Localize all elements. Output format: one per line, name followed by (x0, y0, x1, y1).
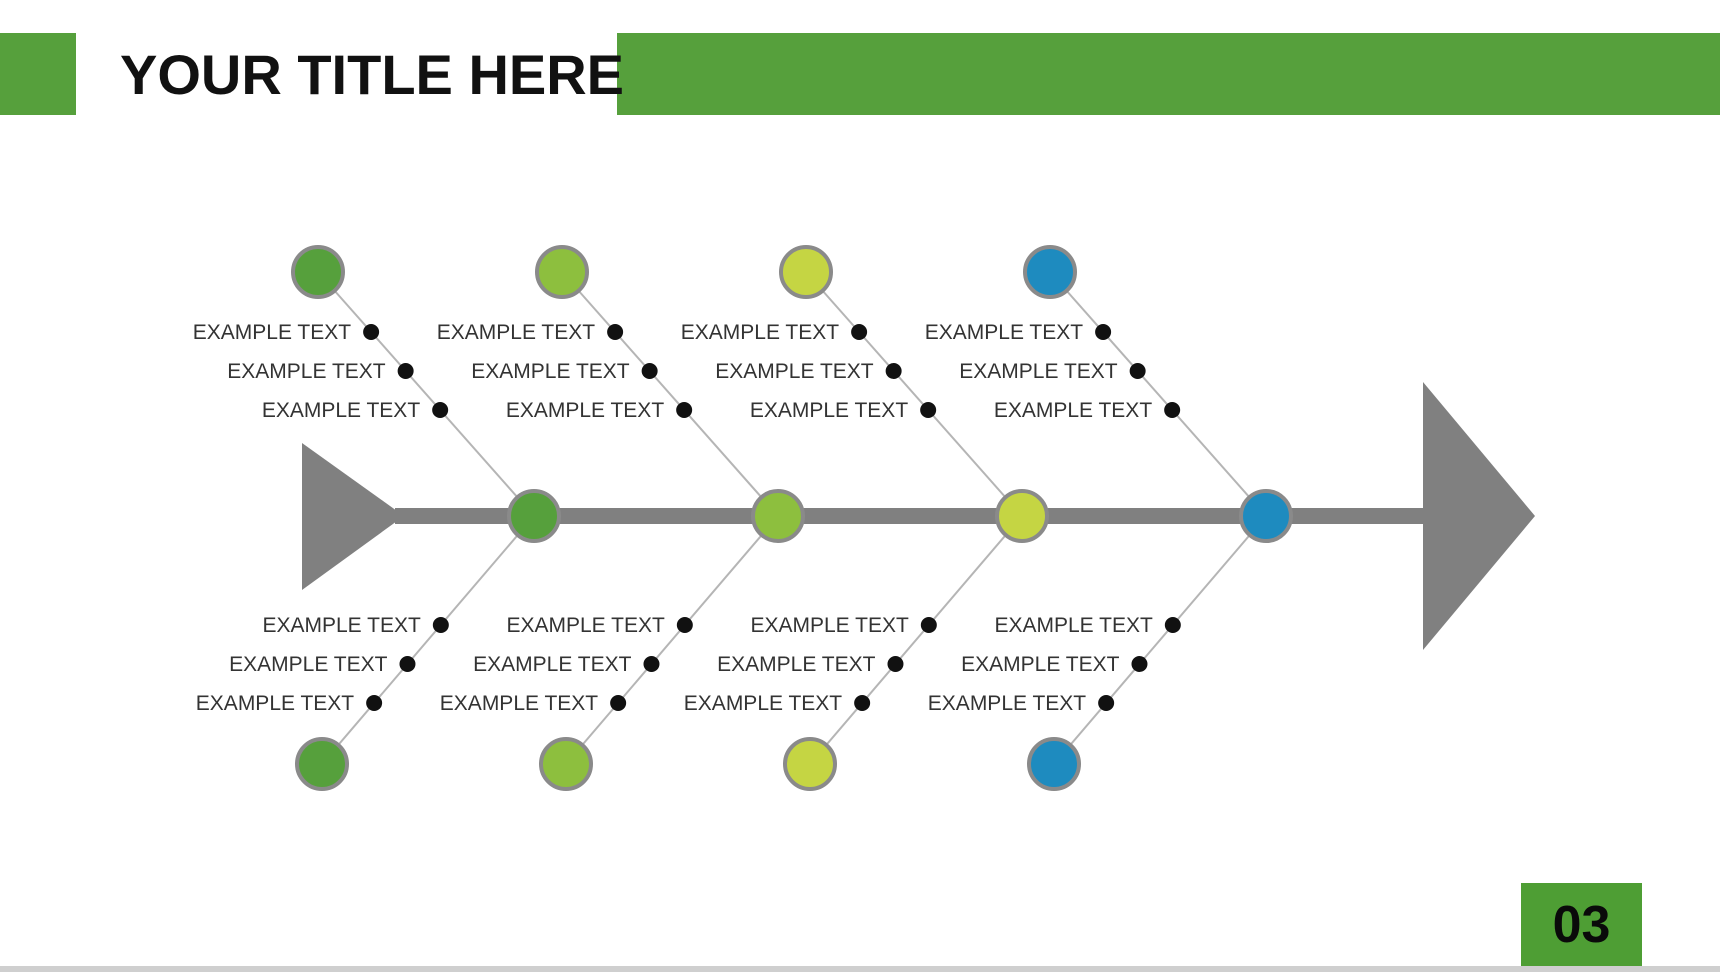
item-label: EXAMPLE TEXT (196, 692, 355, 715)
connector-line-bottom-4 (1053, 515, 1267, 765)
page-number-badge: 03 (1521, 883, 1642, 966)
top-node-4 (1023, 245, 1077, 299)
spine-node-2 (751, 489, 805, 543)
connector-line-top-2 (561, 271, 779, 517)
item-label: EXAMPLE TEXT (750, 614, 909, 637)
item-label: EXAMPLE TEXT (928, 692, 1087, 715)
top-node-2 (535, 245, 589, 299)
bullet-dot (676, 402, 693, 418)
bullet-dot (397, 363, 414, 379)
item-label: EXAMPLE TEXT (717, 653, 876, 676)
bullet-dot (676, 617, 693, 633)
bottom-node-1 (295, 737, 349, 791)
item-label: EXAMPLE TEXT (229, 653, 388, 676)
bullet-dot (851, 324, 868, 340)
bottom-node-4 (1027, 737, 1081, 791)
item-label: EXAMPLE TEXT (471, 360, 630, 383)
item-label: EXAMPLE TEXT (193, 321, 352, 344)
item-label: EXAMPLE TEXT (959, 360, 1118, 383)
bullet-dot (607, 324, 624, 340)
item-label: EXAMPLE TEXT (994, 614, 1153, 637)
bottom-rule (0, 966, 1720, 972)
bullet-dot (854, 695, 871, 711)
bullet-dot (643, 656, 660, 672)
header-band-right (617, 33, 1720, 115)
fishbone-spine (395, 508, 1430, 524)
bullet-dot (1098, 695, 1115, 711)
bullet-dot (610, 695, 627, 711)
item-label: EXAMPLE TEXT (227, 360, 386, 383)
spine-node-3 (995, 489, 1049, 543)
item-label: EXAMPLE TEXT (715, 360, 874, 383)
item-label: EXAMPLE TEXT (506, 614, 665, 637)
bullet-dot (920, 617, 937, 633)
bullet-dot (920, 402, 937, 418)
bullet-dot (399, 656, 416, 672)
bullet-dot (1095, 324, 1112, 340)
bullet-dot (432, 402, 449, 418)
bullet-dot (641, 363, 658, 379)
top-node-3 (779, 245, 833, 299)
connector-line-bottom-3 (809, 515, 1023, 765)
bullet-dot (887, 656, 904, 672)
bottom-node-3 (783, 737, 837, 791)
item-label: EXAMPLE TEXT (681, 321, 840, 344)
item-label: EXAMPLE TEXT (473, 653, 632, 676)
item-label: EXAMPLE TEXT (925, 321, 1084, 344)
slide-title: YOUR TITLE HERE (120, 43, 625, 106)
item-label: EXAMPLE TEXT (961, 653, 1120, 676)
bottom-node-2 (539, 737, 593, 791)
item-label: EXAMPLE TEXT (684, 692, 843, 715)
spine-node-1 (507, 489, 561, 543)
item-label: EXAMPLE TEXT (262, 399, 421, 422)
item-label: EXAMPLE TEXT (994, 399, 1153, 422)
bullet-dot (885, 363, 902, 379)
bullet-dot (1164, 402, 1181, 418)
item-label: EXAMPLE TEXT (437, 321, 596, 344)
connector-line-bottom-1 (321, 515, 535, 765)
connector-line-top-3 (805, 271, 1023, 517)
bullet-dot (366, 695, 383, 711)
connector-line-top-1 (317, 271, 535, 517)
bullet-dot (1164, 617, 1181, 633)
connector-line-top-4 (1049, 271, 1267, 517)
header-band-left (0, 33, 76, 115)
fishbone-arrow-head (1423, 382, 1535, 650)
item-label: EXAMPLE TEXT (262, 614, 421, 637)
item-label: EXAMPLE TEXT (506, 399, 665, 422)
item-label: EXAMPLE TEXT (750, 399, 909, 422)
bullet-dot (432, 617, 449, 633)
top-node-1 (291, 245, 345, 299)
fishbone-tail-triangle (302, 443, 404, 590)
connector-line-bottom-2 (565, 515, 779, 765)
bullet-dot (1129, 363, 1146, 379)
item-label: EXAMPLE TEXT (440, 692, 599, 715)
spine-node-4 (1239, 489, 1293, 543)
bullet-dot (1131, 656, 1148, 672)
bullet-dot (363, 324, 380, 340)
